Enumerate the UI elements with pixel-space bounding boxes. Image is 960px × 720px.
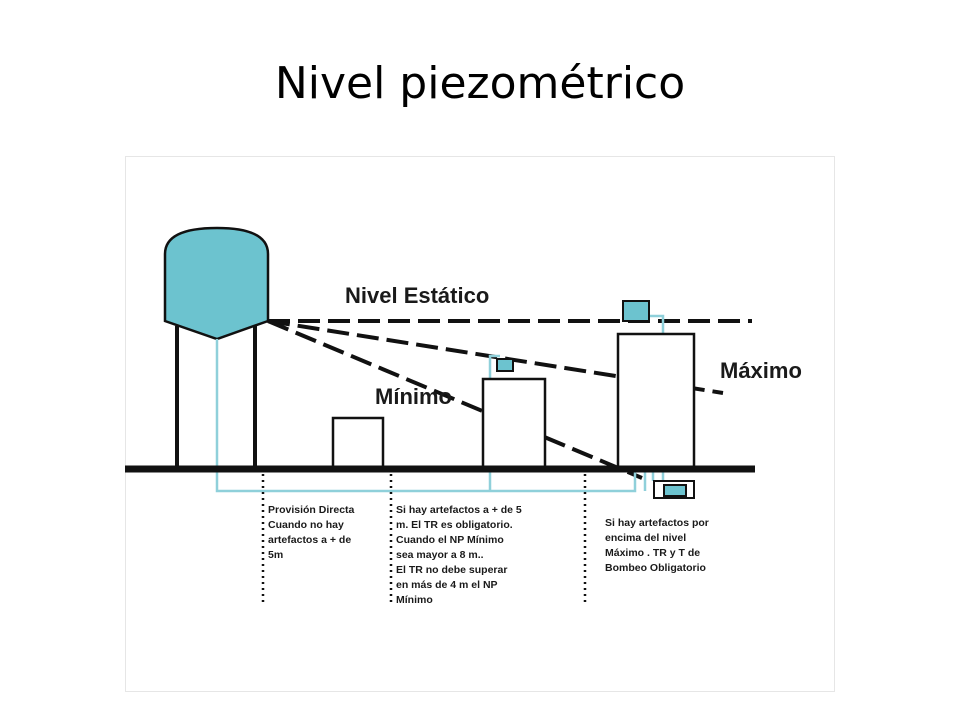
house-2-roof-tank <box>496 358 514 372</box>
house-3-cistern-frame <box>653 480 695 499</box>
slide-title: Nivel piezométrico <box>274 58 686 109</box>
house-medium <box>481 377 547 471</box>
zone-1-line-1: Provisión Directa <box>268 504 355 516</box>
zone-2-line-6: en más de 4 m el NP <box>396 579 498 591</box>
max-level-label: Máximo <box>720 358 802 383</box>
house-small <box>331 416 385 471</box>
zone-3-line-1: Si hay artefactos por <box>605 517 709 529</box>
static-level-label: Nivel Estático <box>345 283 489 308</box>
tower-tank <box>163 226 270 341</box>
min-level-line <box>267 319 643 480</box>
water-tower <box>163 226 270 469</box>
zone-3-line-2: encima del nivel <box>605 532 686 544</box>
zone-1-line-2: Cuando no hay <box>268 519 344 531</box>
zone-3-line-3: Máximo . TR y T de <box>605 547 700 559</box>
tanks <box>496 300 695 499</box>
zone-2-line-1: Si hay artefactos a + de 5 <box>396 504 522 516</box>
buildings <box>331 332 696 471</box>
zone-3-line-4: Bombeo Obligatorio <box>605 562 706 574</box>
zone-2-line-4: sea mayor a 8 m.. <box>396 549 484 561</box>
zone-note-2: Si hay artefactos a + de 5 m. El TR es o… <box>396 504 525 606</box>
house-3-roof-tank <box>622 300 650 322</box>
zone-2-line-5: El TR no debe superar <box>396 564 507 576</box>
zone-dividers <box>261 474 587 606</box>
zone-1-line-3: artefactos a + de <box>268 534 351 546</box>
diagram-canvas: Nivel Estático Máximo Mínimo Provisión D… <box>125 156 835 692</box>
house-3-cistern <box>663 484 687 497</box>
zone-2-line-2: m. El TR es obligatorio. <box>396 519 513 531</box>
zone-2-line-7: Mínimo <box>396 594 433 606</box>
piezometric-diagram: Nivel Estático Máximo Mínimo Provisión D… <box>125 156 835 692</box>
zone-1-line-4: 5m <box>268 549 283 561</box>
zone-2-line-3: Cuando el NP Mínimo <box>396 534 504 546</box>
min-level-label: Mínimo <box>375 384 452 409</box>
zone-note-1: Provisión Directa Cuando no hay artefact… <box>268 504 357 561</box>
zone-note-3: Si hay artefactos por encima del nivel M… <box>605 517 712 574</box>
house-tall <box>616 332 696 471</box>
